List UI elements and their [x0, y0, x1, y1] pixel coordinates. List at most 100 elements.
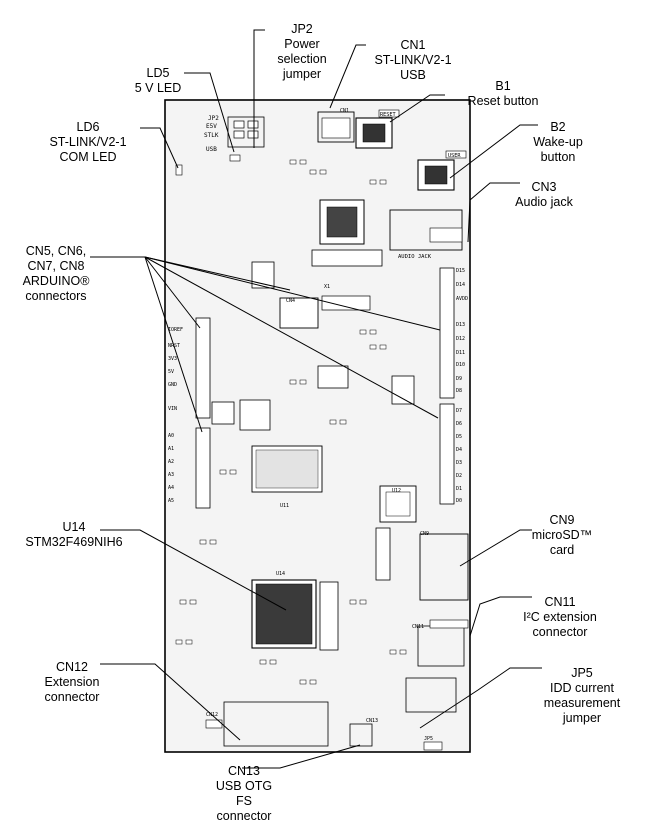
leader-b2 — [449, 124, 538, 179]
silk-5v: 5V — [168, 369, 174, 375]
regulator-2 — [391, 375, 415, 405]
callout-b2-line3: button — [540, 150, 576, 164]
leader-cn5-3 — [144, 256, 439, 419]
silk-d4: D4 — [456, 447, 462, 453]
callout-cn12-line3: connector — [44, 690, 100, 704]
callout-cn13-line2: USB OTG — [215, 779, 273, 793]
silk-d11: D11 — [456, 350, 465, 356]
callout-cn5-line4: connectors — [25, 289, 87, 303]
callout-cn5-line2: CN7, CN8 — [27, 259, 85, 273]
leader-ld6 — [140, 127, 179, 169]
callout-jp2: JP2 Power selection jumper — [277, 22, 326, 82]
silk-d8: D8 — [456, 388, 462, 394]
callout-cn1-line3: USB — [400, 68, 426, 82]
callout-cn3: CN3 Audio jack — [515, 180, 573, 210]
silk-a0: A0 — [168, 433, 174, 439]
callout-jp2-line2: Power — [284, 37, 320, 51]
callout-cn3-line2: Audio jack — [515, 195, 573, 209]
silk-d12: D12 — [456, 336, 465, 342]
silk-avdd: AVDD — [456, 296, 468, 302]
silk-d13: D13 — [456, 322, 465, 328]
callout-jp5-line2: IDD current — [550, 681, 614, 695]
callout-cn11-line1: CN11 — [544, 595, 576, 609]
silk-d7: D7 — [456, 408, 462, 414]
silk-u12: U12 — [392, 488, 401, 494]
callout-cn9-line2: microSD™ — [531, 528, 593, 542]
cn11-i2c-connector — [417, 619, 469, 667]
callout-b1-line2: Reset button — [467, 94, 539, 108]
callout-b1-line1: B1 — [495, 79, 511, 93]
callout-cn13-line4: connector — [216, 809, 272, 823]
callout-jp2-line4: jumper — [282, 67, 322, 81]
silk-a3: A3 — [168, 472, 174, 478]
callout-cn1-line2: ST-LINK/V2-1 — [374, 53, 452, 67]
arduino-left-header-power — [195, 317, 211, 419]
cn4-component — [279, 297, 319, 329]
silk-user: USER — [448, 153, 461, 159]
callout-ld5: LD5 5 V LED — [135, 66, 182, 96]
callout-ld5-line1: LD5 — [146, 66, 170, 80]
callout-b1: B1 Reset button — [468, 79, 539, 109]
cn12-extension-connector — [223, 701, 329, 747]
callout-cn11-line2: I²C extension — [523, 610, 597, 624]
component-stack — [319, 581, 339, 651]
callout-jp5-line4: jumper — [562, 711, 602, 725]
callout-u14-line2: STM32F469NIH6 — [25, 535, 123, 549]
callout-u14: U14 STM32F469NIH6 — [25, 520, 122, 550]
component-stack-2 — [375, 527, 391, 581]
callout-cn3-line1: CN3 — [531, 180, 557, 194]
leader-jp5 — [419, 667, 542, 729]
callout-b2-line1: B2 — [550, 120, 566, 134]
callout-cn13-line1: CN13 — [228, 764, 260, 778]
regulator — [251, 261, 275, 289]
sdram-chip — [251, 445, 323, 493]
callout-jp5: JP5 IDD current measurement jumper — [544, 666, 620, 726]
leader-cn1 — [329, 44, 366, 109]
callout-cn9-line3: card — [549, 543, 575, 557]
leader-jp2 — [253, 29, 265, 148]
callout-cn1: CN1 ST-LINK/V2-1 USB — [374, 38, 451, 83]
component-box-2 — [239, 399, 271, 431]
leader-b1 — [389, 94, 445, 123]
jp5-idd-jumper — [405, 677, 457, 713]
silk-3v3: 3V3 — [168, 356, 177, 362]
pcb-board — [164, 99, 471, 753]
leader-cn3 — [467, 182, 520, 243]
u14-main-mcu — [251, 579, 317, 649]
leader-cn5-4 — [144, 256, 201, 329]
arduino-right-header-low — [439, 403, 455, 505]
cn1-usb-connector — [317, 111, 355, 143]
silk-usb: USB — [206, 146, 217, 153]
silk-gnd: GND — [168, 382, 177, 388]
passive-components — [175, 159, 407, 685]
callout-jp5-line3: measurement — [543, 696, 621, 710]
callout-cn13: CN13 USB OTG FS connector — [216, 764, 272, 824]
component-box-3 — [211, 401, 235, 425]
callout-ld6-line2: ST-LINK/V2-1 — [49, 135, 127, 149]
cn13-usb-otg-connector — [349, 723, 373, 747]
ld5-led — [229, 154, 241, 162]
silk-a2: A2 — [168, 459, 174, 465]
callout-cn11: CN11 I²C extension connector — [523, 595, 597, 640]
callout-ld6-line3: COM LED — [59, 150, 117, 164]
leader-cn12 — [100, 663, 241, 741]
callout-b2-line2: Wake-up — [533, 135, 583, 149]
silk-a5: A5 — [168, 498, 174, 504]
silk-ioref: IOREF — [168, 327, 183, 333]
leader-ld5 — [184, 72, 235, 153]
silk-cn4: CN4 — [286, 298, 295, 304]
stlink-mcu — [319, 199, 365, 245]
leader-cn11 — [469, 596, 532, 637]
callout-cn5-line3: ARDUINO® — [22, 274, 90, 288]
callout-jp5-line1: JP5 — [571, 666, 593, 680]
silk-vin: VIN — [168, 406, 177, 412]
callout-cn9-line1: CN9 — [549, 513, 575, 527]
silk-cn11: CN11 — [412, 624, 424, 630]
silk-jp2: JP2 — [208, 115, 219, 122]
silk-d1: D1 — [456, 486, 462, 492]
silk-e5v: E5V — [206, 123, 217, 130]
silk-d9: D9 — [456, 376, 462, 382]
callout-cn11-line3: connector — [532, 625, 588, 639]
callout-cn12: CN12 Extension connector — [45, 660, 100, 705]
